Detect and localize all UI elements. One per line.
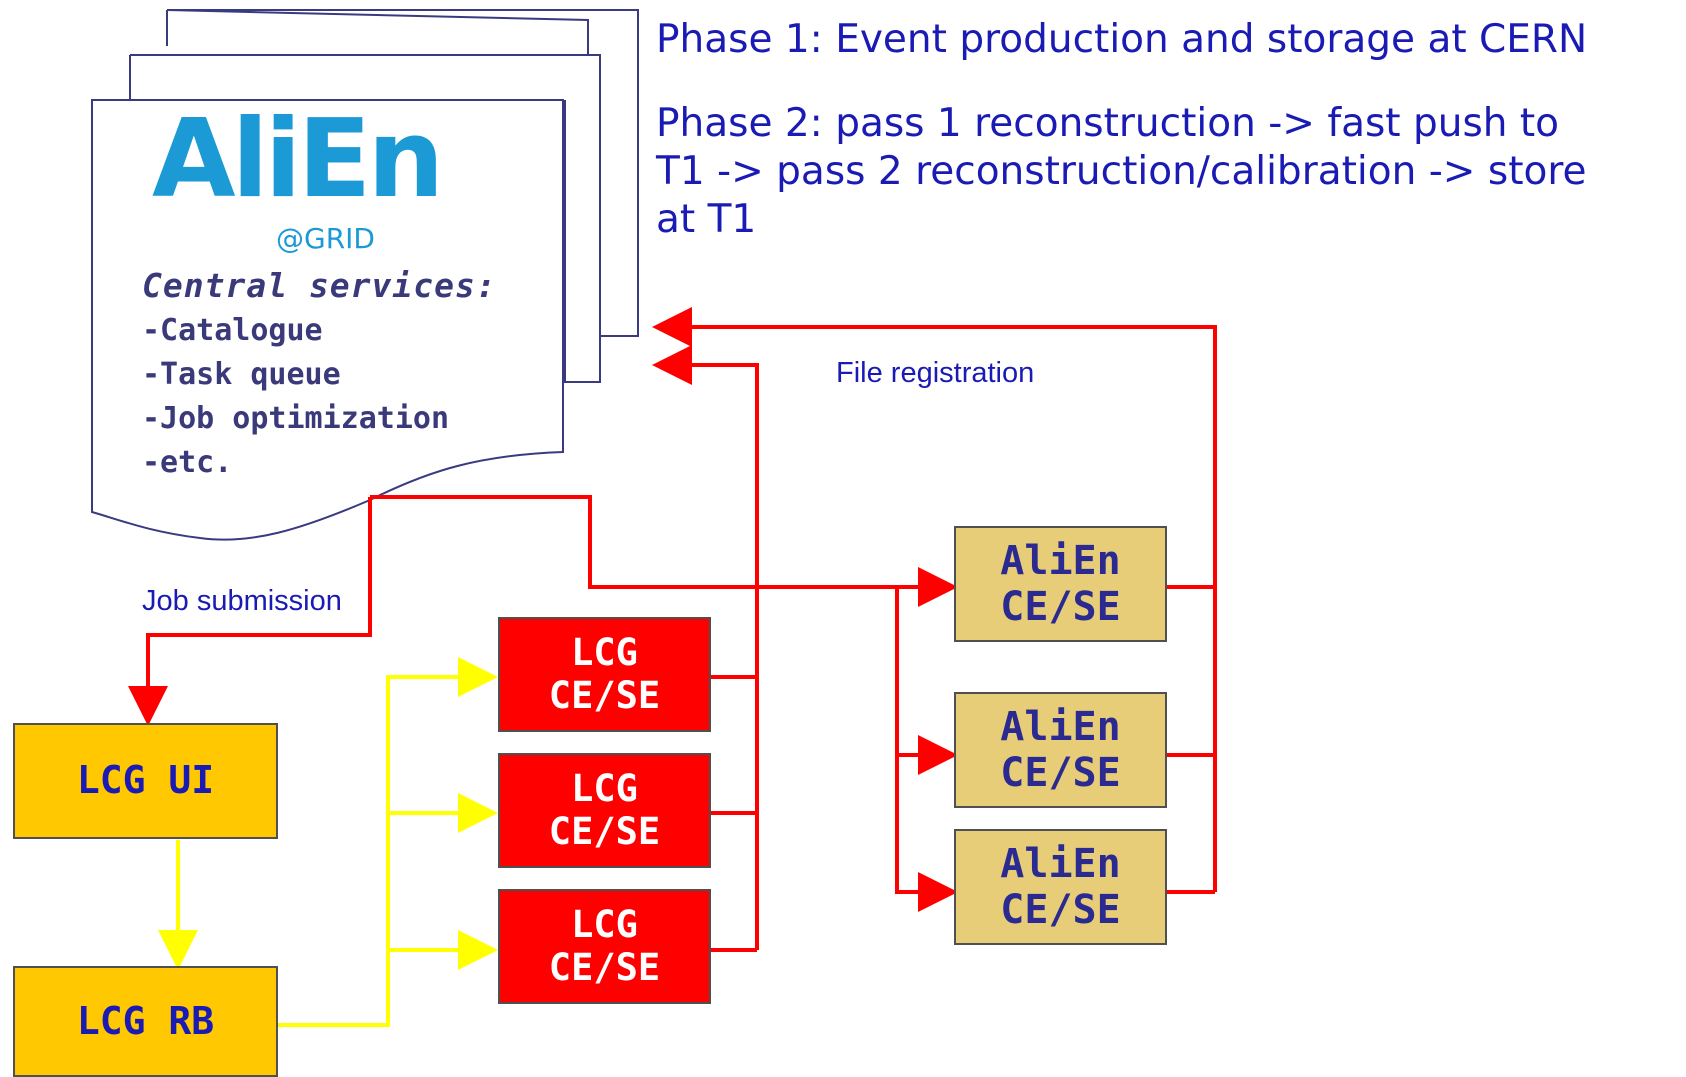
alien-ce-se-node: AliEn CE/SE [954, 829, 1167, 945]
alien-ce-se-line1: AliEn [1000, 538, 1121, 584]
alien-ce-se-line1: AliEn [1000, 841, 1121, 887]
red-connector-alien-bus [652, 307, 1217, 892]
central-service-item: -etc. [142, 445, 233, 480]
lcg-ce-se-node: LCG CE/SE [498, 889, 711, 1004]
alien-logo-grid-text: @GRID [276, 222, 375, 255]
document-stack [91, 9, 639, 541]
phase-2-line-2: T1 -> pass 2 reconstruction/calibration … [656, 149, 1587, 194]
alien-logo: AliEn [152, 97, 444, 222]
red-connector-branch-alien-3 [895, 755, 958, 912]
document-page-front [91, 99, 564, 541]
red-connector-lcg-bus [652, 345, 759, 950]
lcg-ce-se-line1: LCG [571, 630, 638, 674]
alien-ce-se-node: AliEn CE/SE [954, 526, 1167, 642]
central-service-item: -Task queue [142, 357, 341, 392]
central-services-heading: Central services: [142, 266, 497, 305]
lcg-ce-se-node: LCG CE/SE [498, 617, 711, 732]
red-connector-job-submission [128, 497, 372, 726]
alien-ce-se-node: AliEn CE/SE [954, 692, 1167, 808]
document-page-middle [130, 54, 601, 383]
red-connector-branch-alien-2 [895, 587, 958, 775]
phase-2-line-1: Phase 2: pass 1 reconstruction -> fast p… [656, 101, 1560, 146]
lcg-ui-label: LCG UI [76, 758, 215, 803]
file-registration-label: File registration [836, 357, 1035, 389]
lcg-ce-se-line1: LCG [571, 902, 638, 946]
lcg-ce-se-line2: CE/SE [548, 673, 661, 717]
phase-2-line-3: at T1 [656, 197, 757, 242]
alien-ce-se-line2: CE/SE [1000, 584, 1121, 630]
phase-1-text: Phase 1: Event production and storage at… [656, 17, 1588, 62]
red-connector-central-to-alien [370, 495, 958, 607]
alien-logo-text: AliEn [152, 97, 444, 222]
alien-ce-se-line2: CE/SE [1000, 750, 1121, 796]
lcg-rb-label: LCG RB [76, 998, 215, 1043]
lcg-ce-se-node: LCG CE/SE [498, 753, 711, 868]
lcg-ce-se-line2: CE/SE [548, 945, 661, 989]
alien-ce-se-line1: AliEn [1000, 704, 1121, 750]
lcg-ce-se-line1: LCG [571, 766, 638, 810]
alien-ce-se-line2: CE/SE [1000, 887, 1121, 933]
central-service-item: -Catalogue [142, 313, 323, 348]
lcg-ce-se-line2: CE/SE [548, 809, 661, 853]
alien-logo-grid: @GRID [276, 222, 375, 255]
central-service-item: -Job optimization [142, 401, 450, 436]
yellow-connector-rb-bus [278, 657, 498, 1027]
phase-2-text: Phase 2: pass 1 reconstruction -> fast p… [656, 100, 1587, 244]
lcg-rb-box: LCG RB [13, 966, 278, 1077]
central-services: Central services: -Catalogue -Task queue… [142, 266, 497, 485]
job-submission-label: Job submission [142, 585, 342, 617]
lcg-ui-box: LCG UI [13, 723, 278, 839]
